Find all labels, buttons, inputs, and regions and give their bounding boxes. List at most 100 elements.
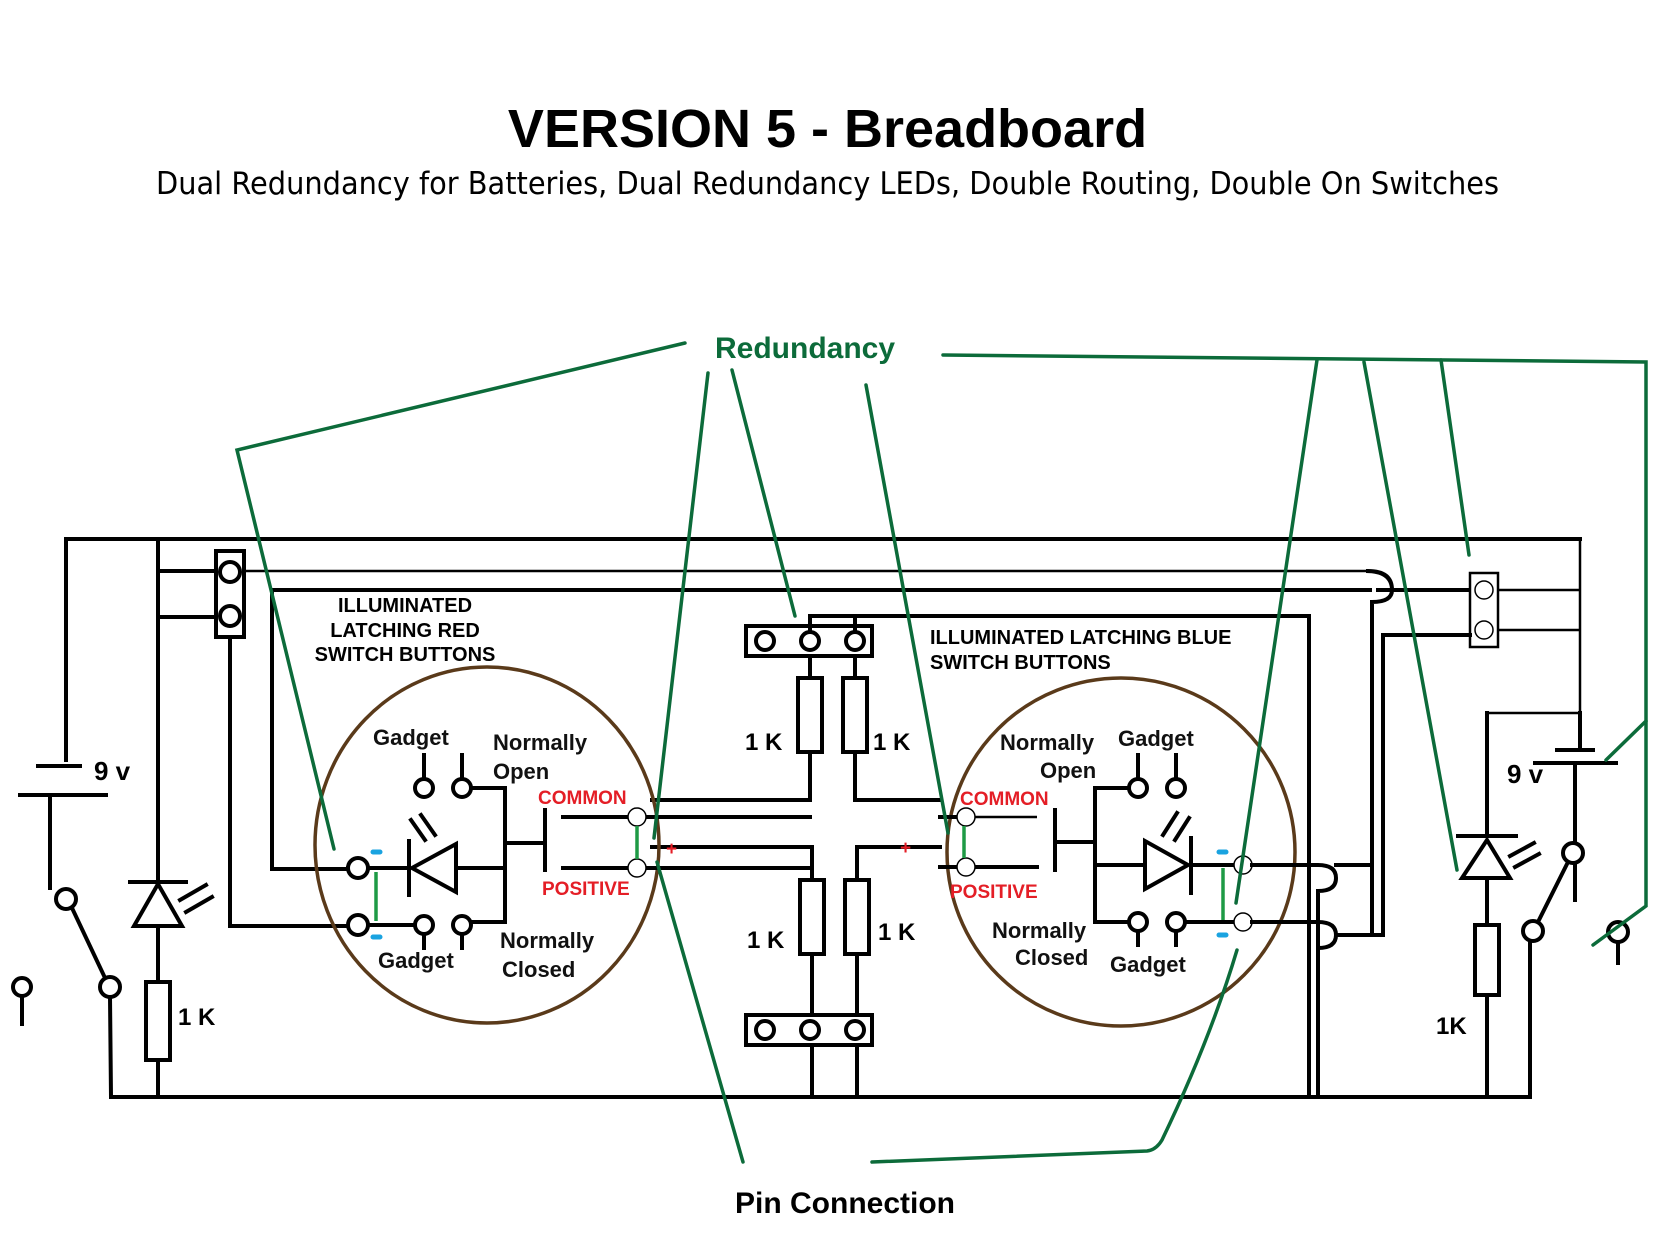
blue-neg-pin-2: [1233, 912, 1253, 932]
blue-gadget-bottom-label: Gadget: [1110, 952, 1186, 977]
left-switch-wire: [107, 994, 114, 1100]
center-top-pin-2: [799, 630, 821, 652]
blue-switch-outline: [945, 676, 1297, 1028]
right-battery-label: 9 v: [1507, 759, 1544, 789]
center-resistor-bottom-left-label: 1 K: [747, 927, 785, 954]
blue-led-icon: [1143, 837, 1193, 893]
redundancy-arrow-blue-common: [864, 383, 950, 835]
left-led-ray2: [183, 894, 215, 915]
red-common-label: COMMON: [538, 788, 627, 809]
red-gadget-top-pin-2: [451, 777, 473, 799]
center-bottom-pin-1: [754, 1019, 776, 1041]
left-battery-label: 9 v: [94, 756, 131, 786]
right-led-ray2: [1512, 851, 1542, 870]
red-normally-open-label-2: Open: [493, 759, 549, 784]
page-subtitle: Dual Redundancy for Batteries, Dual Redu…: [156, 166, 1499, 202]
redundancy-arrow-right-led: [1362, 360, 1459, 872]
pin-connection-arrow-left: [655, 860, 745, 1164]
left-switch-lever[interactable]: [69, 905, 109, 983]
right-header-pin-1: [1474, 580, 1494, 600]
center-bottom-pin-2: [799, 1019, 821, 1041]
red-switch-title-1: ILLUMINATED: [338, 595, 472, 617]
left-header-pin-2: [218, 604, 242, 628]
right-resistor-label: 1K: [1436, 1013, 1467, 1040]
right-switch-terminal-top: [1561, 841, 1585, 865]
red-switch-outline: [313, 665, 661, 1025]
red-positive-pin: [627, 858, 647, 878]
blue-normally-closed-label-2: Closed: [1015, 945, 1088, 970]
red-gadget-bottom-pin-2: [451, 914, 473, 936]
left-led-icon: [130, 879, 186, 928]
red-switch-title-3: SWITCH BUTTONS: [315, 644, 496, 666]
blue-common-pin: [956, 807, 976, 827]
right-header-wire-2: [1381, 633, 1472, 937]
redundancy-arrow-right-switch: [1591, 719, 1648, 947]
red-normally-open-label-1: Normally: [493, 730, 588, 755]
red-normally-closed-label-2: Closed: [502, 957, 575, 982]
blue-switch-title-1: ILLUMINATED LATCHING BLUE: [930, 627, 1231, 649]
red-neg-pin-2: [346, 913, 370, 937]
jumpover-upper-right: [1365, 568, 1395, 937]
blue-neg1-jumpover: [1250, 863, 1339, 1099]
left-switch-terminal-off: [11, 976, 33, 998]
center-resistor-top-right-label: 1 K: [873, 729, 911, 756]
red-gadget-bottom-label: Gadget: [378, 948, 454, 973]
pin-connection-arrow-right: [870, 948, 1239, 1164]
red-neg-pin-1: [346, 856, 370, 880]
blue-plus-label: +: [900, 838, 911, 859]
blue-gadget-top-pin-1: [1127, 777, 1149, 799]
blue-gadget-bottom-pin-2: [1165, 911, 1187, 933]
center-bottom-pin-3: [844, 1019, 866, 1041]
center-resistor-bottom-left: [798, 878, 826, 956]
center-resistor-bottom-right-label: 1 K: [878, 919, 916, 946]
left-switch-terminal-bottom: [98, 975, 122, 999]
left-resistor-icon: [144, 980, 172, 1062]
center-resistor-top-left-label: 1 K: [745, 729, 783, 756]
red-gadget-top-label: Gadget: [373, 725, 449, 750]
redundancy-arrow-top-header: [730, 368, 797, 618]
right-switch-lever[interactable]: [1535, 859, 1571, 925]
center-resistor-top-left: [796, 676, 824, 754]
center-bottom-3pin-header: [744, 1013, 874, 1047]
blue-normally-open-label-1: Normally: [1000, 730, 1095, 755]
left-resistor-label: 1 K: [178, 1004, 216, 1031]
red-common-pin: [627, 807, 647, 827]
red-plus-label: +: [666, 839, 677, 860]
red-normally-closed-label-1: Normally: [500, 928, 595, 953]
center-top-right-wire: [853, 750, 942, 802]
blue-normally-open-label-2: Open: [1040, 758, 1096, 783]
right-resistor-icon: [1473, 923, 1501, 997]
redundancy-label: Redundancy: [715, 332, 895, 365]
center-top-pin-1: [754, 630, 776, 652]
red-led-icon: [407, 840, 458, 896]
center-top-pin-3: [844, 630, 866, 652]
left-switch-terminal-top: [54, 887, 78, 911]
redundancy-arrow-right-battery: [941, 353, 1648, 762]
right-led-icon: [1458, 836, 1514, 880]
redundancy-arrow-right-header: [1439, 358, 1471, 557]
red-internal-bus: [469, 786, 507, 924]
page-title: VERSION 5 - Breadboard: [507, 99, 1148, 159]
center-resistor-top-right: [841, 676, 869, 754]
center-resistor-bottom-right: [843, 878, 871, 956]
blue-normally-closed-label-1: Normally: [992, 918, 1087, 943]
blue-common-label: COMMON: [960, 789, 1049, 810]
right-led-ray1: [1507, 840, 1537, 859]
right-switch-terminal-bottom: [1521, 919, 1545, 943]
red-positive-label: POSITIVE: [542, 879, 630, 900]
left-led-ray1: [177, 882, 209, 903]
redundancy-arrow-red-positive: [652, 371, 710, 840]
red-switch-title-2: LATCHING RED: [330, 620, 480, 642]
redundancy-arrow-left-led: [234, 341, 687, 851]
blue-neg2-jumpover: [1250, 920, 1339, 951]
blue-positive-pin: [956, 857, 976, 877]
center-top-left-wire: [650, 750, 812, 802]
blue-switch-title-2: SWITCH BUTTONS: [930, 652, 1111, 674]
blue-positive-label: POSITIVE: [950, 882, 1038, 903]
pin-connection-label: Pin Connection: [735, 1187, 955, 1220]
blue-gadget-top-pin-2: [1165, 777, 1187, 799]
blue-gadget-top-label: Gadget: [1118, 726, 1194, 751]
center-bottom-right-wire: [855, 845, 942, 882]
left-header-pin-1: [218, 560, 242, 584]
